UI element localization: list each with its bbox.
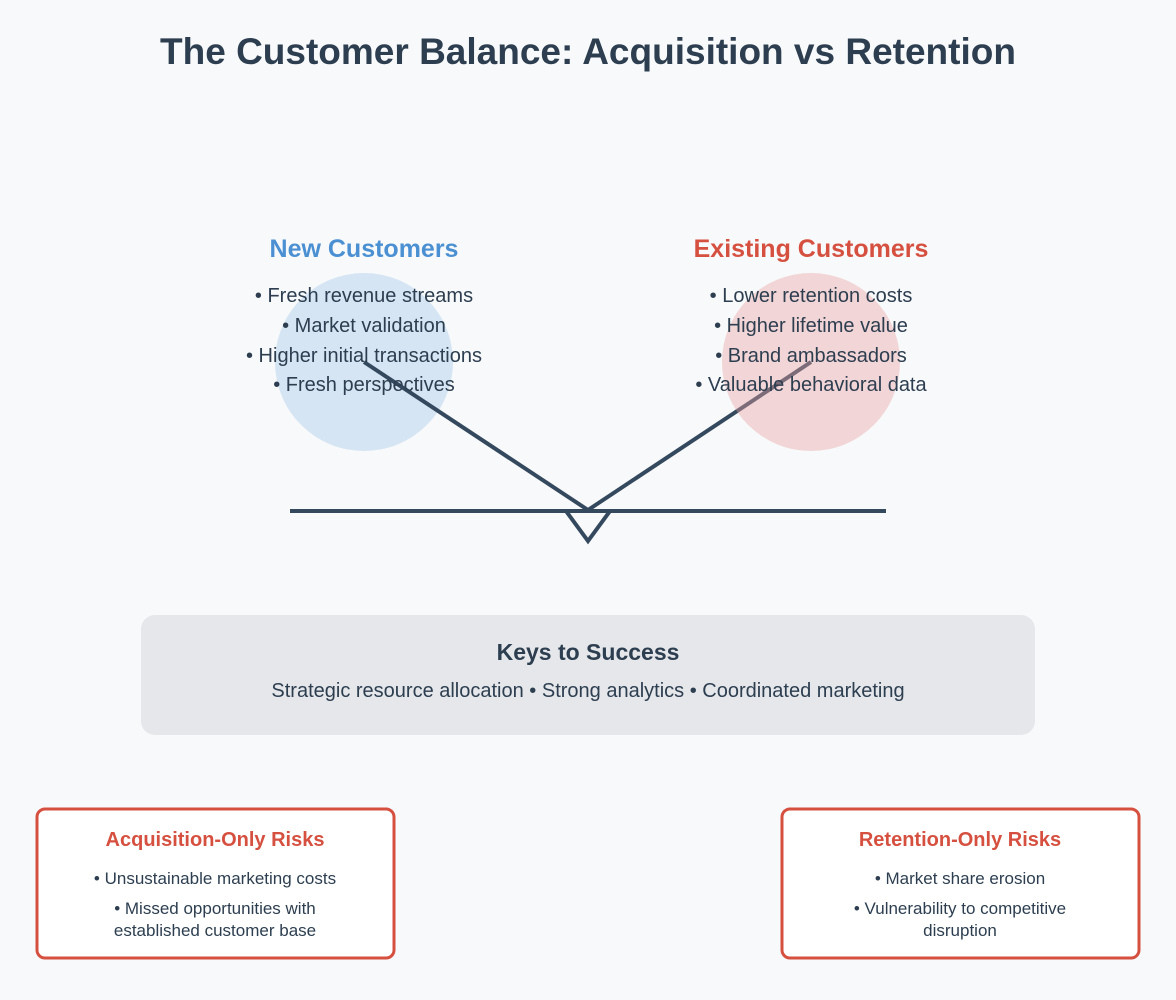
retention-risk-item: disruption xyxy=(923,921,997,940)
new-customers-item: • Fresh perspectives xyxy=(273,374,455,396)
keys-to-success-panel xyxy=(141,615,1035,735)
existing-customers-item: • Brand ambassadors xyxy=(715,345,907,367)
acquisition-risk-item: established customer base xyxy=(114,921,316,940)
existing-customers-item: • Lower retention costs xyxy=(710,285,913,307)
existing-customers-item: • Valuable behavioral data xyxy=(695,374,927,396)
acquisition-risks-box xyxy=(35,807,396,960)
page-title: The Customer Balance: Acquisition vs Ret… xyxy=(160,31,1016,72)
retention-risks-heading: Retention-Only Risks xyxy=(859,829,1061,851)
new-customers-item: • Higher initial transactions xyxy=(246,345,482,367)
existing-customers-circle xyxy=(722,273,900,451)
existing-customers-item: • Higher lifetime value xyxy=(714,315,908,337)
keys-heading: Keys to Success xyxy=(497,639,680,665)
keys-text: Strategic resource allocation • Strong a… xyxy=(271,680,904,702)
new-customers-heading: New Customers xyxy=(270,235,459,263)
retention-risks-box xyxy=(780,807,1141,960)
left-scale-arm xyxy=(362,360,590,512)
existing-customers-heading: Existing Customers xyxy=(694,235,929,263)
retention-risk-item: • Market share erosion xyxy=(875,869,1045,888)
new-customers-item: • Fresh revenue streams xyxy=(255,285,473,307)
acquisition-risk-item: • Missed opportunities with xyxy=(114,899,316,918)
acquisition-risks-heading: Acquisition-Only Risks xyxy=(106,829,325,851)
right-scale-arm xyxy=(586,360,813,512)
retention-risk-item: • Vulnerability to competitive xyxy=(854,899,1066,918)
new-customers-item: • Market validation xyxy=(282,315,446,337)
fulcrum-triangle xyxy=(562,509,614,545)
acquisition-risk-item: • Unsustainable marketing costs xyxy=(94,869,336,888)
